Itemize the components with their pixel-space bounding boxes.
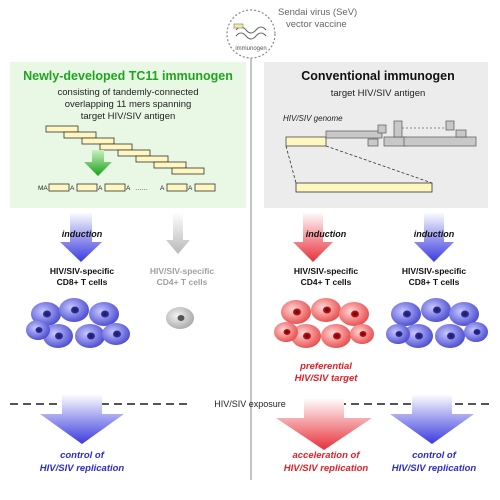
chain-a-label-5: A: [188, 185, 193, 192]
chain-ma-label: MA: [38, 185, 48, 192]
chain-a-label-1: A: [70, 185, 75, 192]
induction-label-3: induction: [414, 229, 455, 239]
outcome-left-line2: HIV/SIV replication: [40, 463, 125, 474]
sendai-virus-icon: immunogen: [226, 9, 276, 59]
outcome-left-line1: control of: [60, 450, 105, 461]
tandem-chain: MA A A A …… A A: [38, 183, 216, 192]
left-panel-title: Newly-developed TC11 immunogen: [23, 69, 233, 83]
left-desc-line1: consisting of tandemly-connected: [58, 87, 199, 98]
chain-a-label-2: A: [98, 185, 103, 192]
outcome-accel-line2: HIV/SIV replication: [284, 463, 369, 474]
induction-label-2: induction: [306, 229, 347, 239]
green-arrow-icon: [84, 150, 112, 176]
induction-arrow-cd8-left: [60, 212, 102, 262]
chain-a-label-4: A: [160, 185, 165, 192]
target-note-line2: HIV/SIV target: [295, 373, 359, 384]
induction-label-1: induction: [62, 229, 103, 239]
induction-arrow-cd8-right: [414, 212, 454, 262]
cd4-cell-left: [166, 307, 194, 329]
target-note-line1: preferential: [299, 361, 352, 372]
vaccine-icon-label: immunogen: [235, 46, 266, 52]
right-panel-subtitle: target HIV/SIV antigen: [331, 88, 426, 99]
genome-label: HIV/SIV genome: [283, 114, 343, 123]
genome-map: [285, 120, 477, 147]
left-desc-line3: target HIV/SIV antigen: [81, 111, 176, 122]
induction-arrow-cd4-left: [166, 212, 190, 254]
cd8-right-label-line2: CD8+ T cells: [409, 277, 460, 287]
outcome-right-line1: control of: [412, 450, 457, 461]
induction-arrow-cd4-right: [293, 212, 333, 262]
cd4-right-label-line1: HIV/SIV-specific: [294, 266, 359, 276]
left-desc-line2: overlapping 11 mers spanning: [65, 99, 192, 110]
right-panel-title: Conventional immunogen: [301, 69, 454, 83]
outcome-right-line2: HIV/SIV replication: [392, 463, 477, 474]
cd4-right-label-line2: CD4+ T cells: [301, 277, 352, 287]
zoom-line-left: [285, 145, 297, 184]
vaccine-label-line2: vector vaccine: [286, 19, 347, 30]
cd4-cell-cluster-right: [274, 298, 374, 348]
cd8-cell-cluster-right: [386, 298, 488, 348]
cd4-left-label-line2: CD4+ T cells: [157, 277, 208, 287]
vaccine-label-line1: Sendai virus (SeV): [278, 7, 357, 18]
outcome-accel-line1: acceleration of: [292, 450, 360, 461]
overlapping-11mer-fragments: [45, 125, 205, 175]
cd8-left-label-line2: CD8+ T cells: [57, 277, 108, 287]
outcome-arrow-right: [390, 394, 474, 444]
cd4-left-label-line1: HIV/SIV-specific: [150, 266, 215, 276]
chain-a-label-3: A: [126, 185, 131, 192]
cd8-left-label-line1: HIV/SIV-specific: [50, 266, 115, 276]
exposure-label: HIV/SIV exposure: [214, 399, 286, 409]
antigen-bar: [295, 182, 433, 193]
zoom-line-right: [325, 145, 433, 184]
cd8-cell-cluster-left: [26, 298, 130, 348]
cd8-right-label-line1: HIV/SIV-specific: [402, 266, 467, 276]
outcome-arrow-accel: [276, 398, 372, 450]
outcome-arrow-left: [40, 394, 124, 444]
chain-dots: ……: [135, 185, 148, 192]
